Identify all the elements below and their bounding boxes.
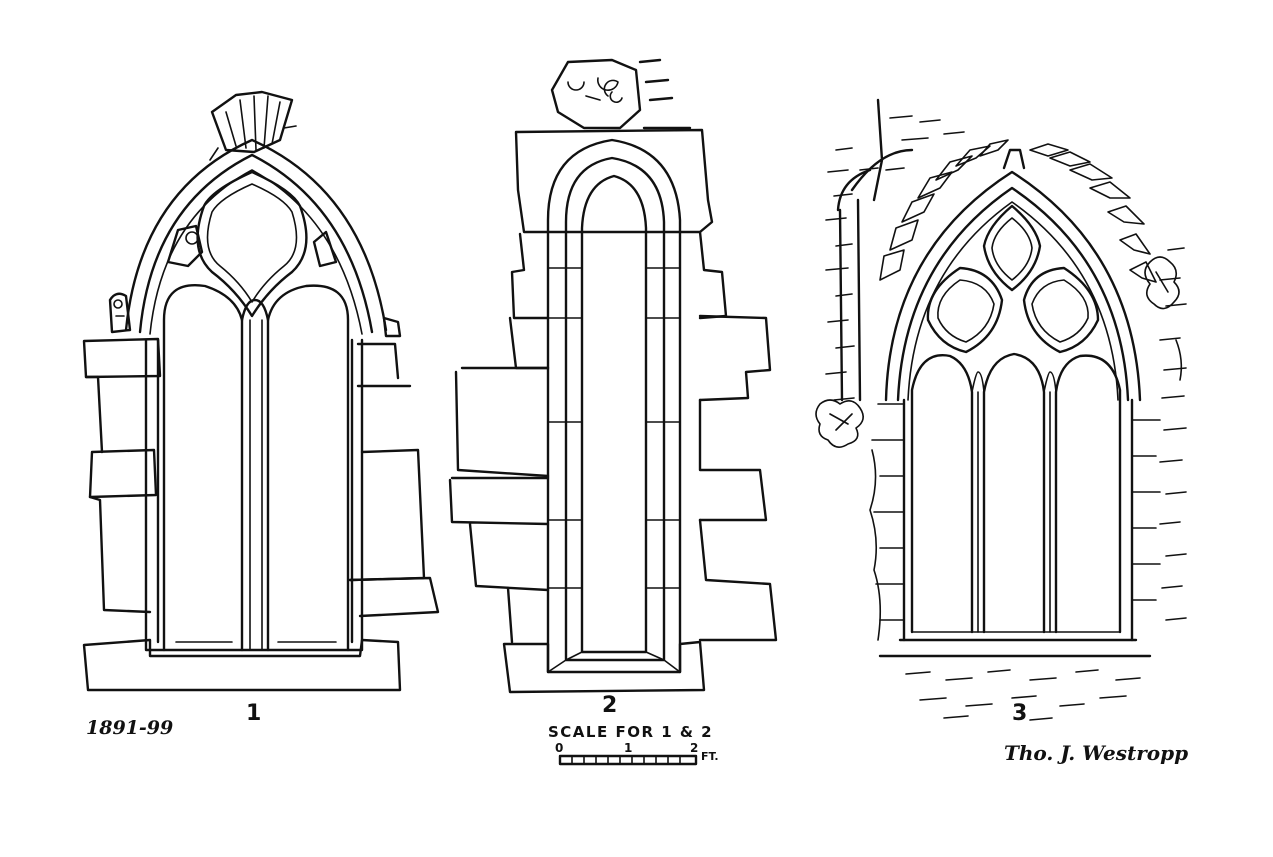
date-note: 1891-99 (86, 717, 173, 739)
artist-signature: Tho. J. Westropp (1004, 741, 1188, 765)
scale-tick-2: 2 (690, 741, 698, 755)
figure-3-label: 3 (1012, 701, 1027, 726)
figure-2-label: 2 (602, 693, 617, 718)
window-2-drawing (448, 58, 778, 694)
scale-tick-0: 0 (555, 741, 563, 755)
scale-unit: FT. (701, 750, 719, 763)
scale-tick-1: 1 (624, 741, 632, 755)
scale-title: SCALE FOR 1 & 2 (548, 723, 713, 741)
window-1-drawing (82, 90, 440, 692)
scale-bar: SCALE FOR 1 & 2 0 1 2 FT. (548, 723, 719, 766)
window-3-drawing (815, 98, 1187, 721)
figure-1-label: 1 (246, 701, 261, 726)
